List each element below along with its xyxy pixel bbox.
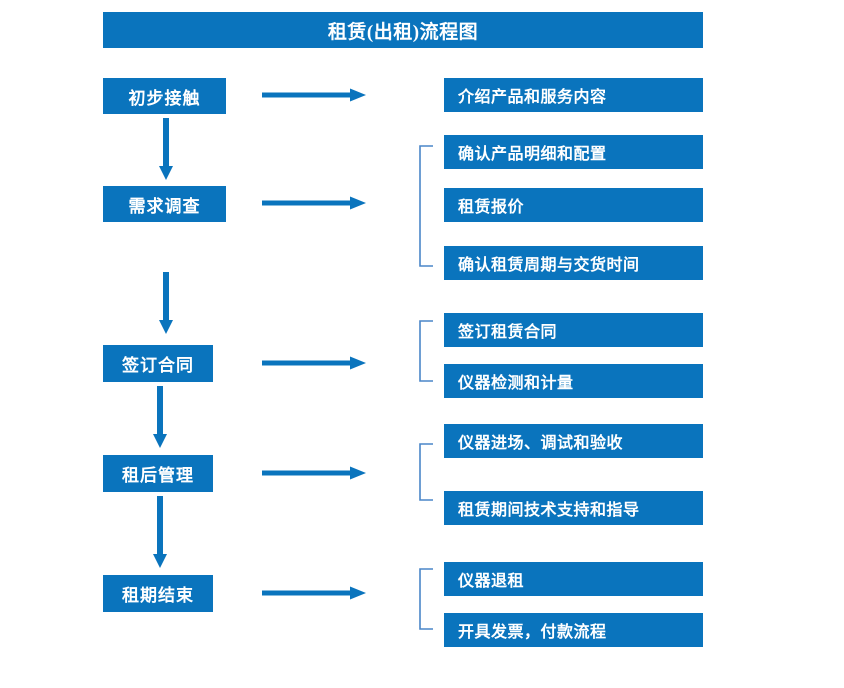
detail-box-8[interactable]: 租赁期间技术支持和指导 xyxy=(444,491,703,525)
arrow-right-icon-1 xyxy=(262,88,366,102)
arrow-right-icon-4 xyxy=(262,466,366,480)
detail-box-4[interactable]: 确认租赁周期与交货时间 xyxy=(444,246,703,280)
group-bracket-2 xyxy=(418,145,434,267)
detail-box-9[interactable]: 仪器退租 xyxy=(444,562,703,596)
group-bracket-3 xyxy=(418,320,434,382)
arrow-right-icon-3 xyxy=(262,356,366,370)
stage-box-4[interactable]: 租后管理 xyxy=(103,455,213,492)
detail-box-7[interactable]: 仪器进场、调试和验收 xyxy=(444,424,703,458)
page-title: 租赁(出租)流程图 xyxy=(103,12,703,48)
detail-box-1[interactable]: 介绍产品和服务内容 xyxy=(444,78,703,112)
arrow-right-icon-2 xyxy=(262,196,366,210)
group-bracket-5 xyxy=(418,568,434,630)
arrow-down-icon-2 xyxy=(158,272,173,334)
stage-box-1[interactable]: 初步接触 xyxy=(103,78,226,114)
stage-box-2[interactable]: 需求调查 xyxy=(103,186,226,222)
group-bracket-4 xyxy=(418,443,434,501)
detail-box-3[interactable]: 租赁报价 xyxy=(444,188,703,222)
stage-box-3[interactable]: 签订合同 xyxy=(103,345,213,382)
stage-box-5[interactable]: 租期结束 xyxy=(103,575,213,612)
detail-box-5[interactable]: 签订租赁合同 xyxy=(444,313,703,347)
arrow-down-icon-1 xyxy=(158,118,173,180)
detail-box-2[interactable]: 确认产品明细和配置 xyxy=(444,135,703,169)
arrow-down-icon-3 xyxy=(152,386,167,448)
detail-box-10[interactable]: 开具发票，付款流程 xyxy=(444,613,703,647)
arrow-down-icon-4 xyxy=(152,496,167,568)
arrow-right-icon-5 xyxy=(262,586,366,600)
detail-box-6[interactable]: 仪器检测和计量 xyxy=(444,364,703,398)
